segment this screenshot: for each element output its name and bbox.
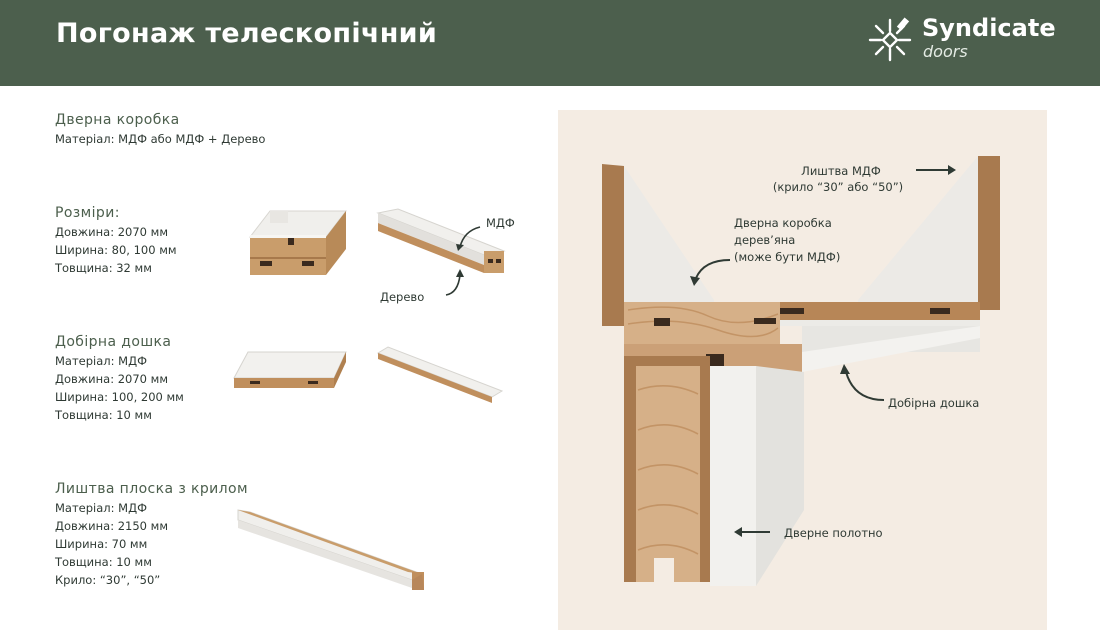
material-line: Матеріал: МДФ	[55, 501, 147, 515]
header-bar: Погонаж телескопічний Syndicate doors	[0, 0, 1100, 86]
width-line: Ширина: 70 мм	[55, 537, 148, 551]
frame-profile-image-front	[248, 210, 348, 275]
material-line: Матеріал: МДФ або МДФ + Дерево	[55, 132, 266, 146]
thickness-line: Товщина: 10 мм	[55, 555, 152, 569]
thickness-line: Товщина: 32 мм	[55, 261, 152, 275]
wing-line: Крило: “30”, “50”	[55, 573, 161, 587]
thickness-line: Товщина: 10 мм	[55, 408, 152, 422]
frame-profile-image-angle	[376, 208, 506, 296]
section-door-frame: Дверна коробка Матеріал: МДФ або МДФ + Д…	[55, 112, 265, 148]
extension-board-image-angle	[376, 346, 504, 403]
section-extension-board: Добірна дошка Матеріал: МДФ Довжина: 207…	[55, 334, 184, 424]
callout-mdf: МДФ	[486, 216, 515, 230]
length-line: Довжина: 2070 мм	[55, 225, 169, 239]
section-title: Добірна дошка	[55, 334, 172, 350]
frame-label-2: дерев’яна	[734, 233, 796, 247]
door-leaf-label: Дверне полотно	[784, 526, 883, 540]
width-line: Ширина: 80, 100 мм	[55, 243, 177, 257]
casing-label-1: Лиштва МДФ	[801, 164, 881, 178]
assembly-diagram: Лиштва МДФ (крило “30” або “50”) Дверна …	[558, 110, 1047, 630]
section-title: Дверна коробка	[55, 112, 180, 128]
frame-label-3: (може бути МДФ)	[734, 250, 841, 264]
callout-wood: Дерево	[380, 290, 425, 304]
casing-image	[237, 509, 424, 590]
width-line: Ширина: 100, 200 мм	[55, 390, 184, 404]
length-line: Довжина: 2150 мм	[55, 519, 169, 533]
logo-subtitle: doors	[923, 42, 968, 61]
section-title: Лиштва плоска з крилом	[55, 481, 248, 497]
extension-board-label: Добірна дошка	[888, 396, 980, 410]
frame-label-1: Дверна коробка	[734, 216, 832, 230]
length-line: Довжина: 2070 мм	[55, 372, 169, 386]
casing-label-2: (крило “30” або “50”)	[772, 180, 904, 194]
extension-board-image-front	[233, 351, 347, 388]
assembly-cross-section	[602, 156, 1000, 586]
material-line: Матеріал: МДФ	[55, 354, 147, 368]
section-casing: Лиштва плоска з крилом Матеріал: МДФ Дов…	[55, 481, 248, 589]
brand-logo[interactable]: Syndicate doors	[866, 14, 1066, 68]
section-title: Розміри:	[55, 205, 120, 221]
sun-logo-icon	[868, 17, 912, 62]
section-sizes: Розміри: Довжина: 2070 мм Ширина: 80, 10…	[55, 205, 177, 277]
logo-name: Syndicate	[922, 14, 1056, 42]
page-title: Погонаж телескопічний	[56, 18, 438, 49]
